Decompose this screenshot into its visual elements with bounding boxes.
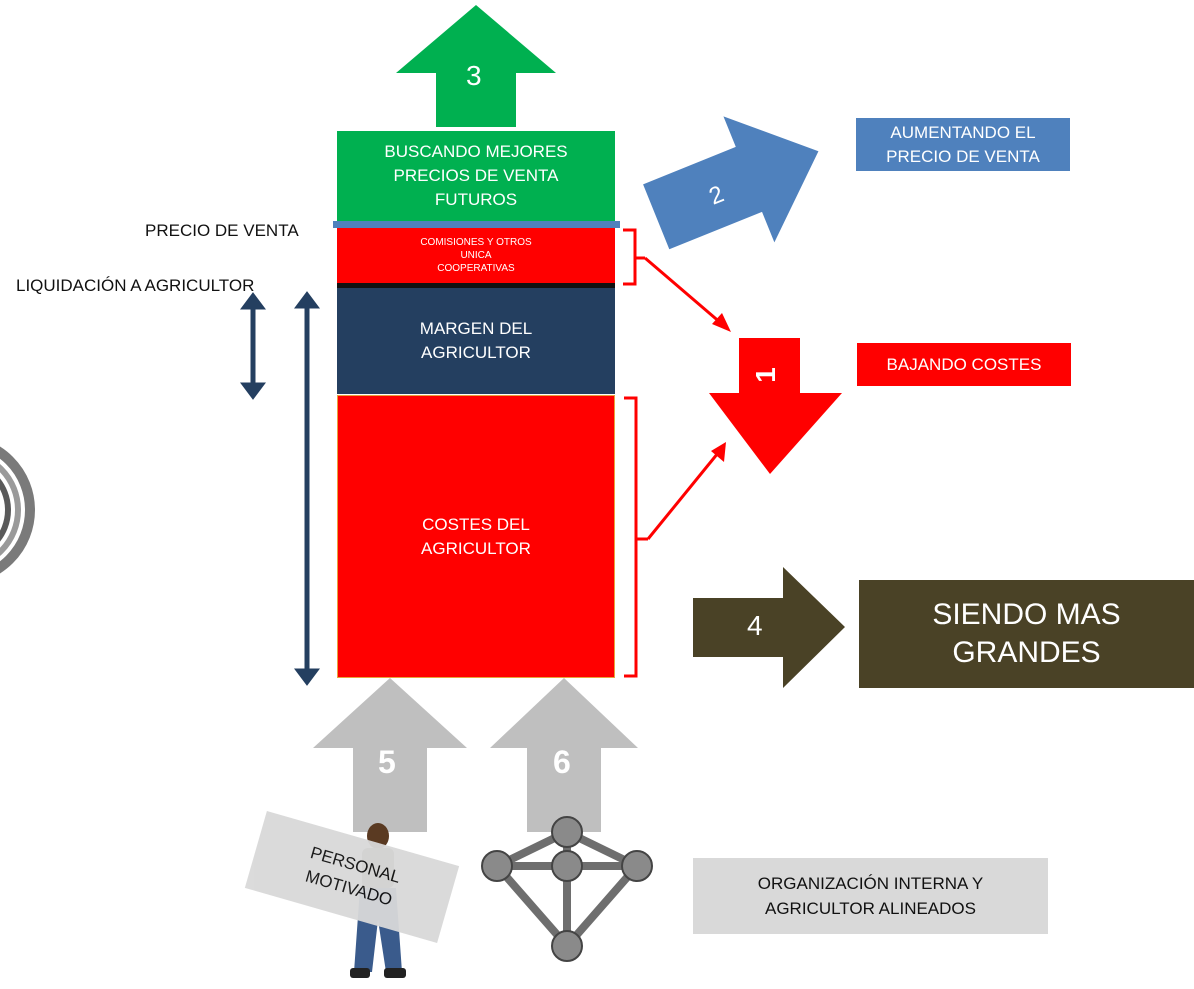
arrow-6-number: 6 xyxy=(553,744,571,780)
connector-costs-to-1 xyxy=(646,442,726,540)
arrow-4-number: 4 xyxy=(747,610,763,641)
arrow-6-up xyxy=(490,678,638,832)
arrow-4-right xyxy=(693,567,845,688)
block-commissions: COMISIONES Y OTROS UNICA COOPERATIVAS xyxy=(337,228,615,283)
block-farmer-costs-text: COSTES DEL AGRICULTOR xyxy=(421,514,531,558)
box-internal-organization: ORGANIZACIÓN INTERNA Y AGRICULTOR ALINEA… xyxy=(693,858,1048,934)
network-molecule-icon xyxy=(481,816,653,962)
sale-price-line xyxy=(333,221,620,228)
box-motivated-staff-text: PERSONAL MOTIVADO xyxy=(303,843,403,910)
commissions-line-3: COOPERATIVAS xyxy=(437,263,515,274)
block-farmer-costs: COSTES DEL AGRICULTOR xyxy=(337,395,615,678)
block-better-future-prices-text: BUSCANDO MEJORES PRECIOS DE VENTA FUTURO… xyxy=(384,142,568,209)
box-be-bigger: SIENDO MAS GRANDES xyxy=(859,580,1194,688)
block-farmer-margin: MARGEN DEL AGRICULTOR xyxy=(337,288,615,394)
arrow-5-number: 5 xyxy=(378,744,396,780)
arrow-3-number: 3 xyxy=(466,60,482,91)
box-internal-organization-text: ORGANIZACIÓN INTERNA Y AGRICULTOR ALINEA… xyxy=(757,874,984,918)
box-raise-sale-price: AUMENTANDO EL PRECIO DE VENTA xyxy=(856,118,1070,171)
bracket-costs xyxy=(624,396,648,678)
label-sale-price: PRECIO DE VENTA xyxy=(145,221,299,240)
block-better-future-prices: BUSCANDO MEJORES PRECIOS DE VENTA FUTURO… xyxy=(337,131,615,221)
box-raise-sale-price-text: AUMENTANDO EL PRECIO DE VENTA xyxy=(886,122,1040,166)
bracket-commissions xyxy=(623,228,645,286)
double-arrow-long xyxy=(294,291,320,686)
arrow-3-up xyxy=(396,5,556,127)
double-arrow-short xyxy=(240,292,266,400)
label-settlement: LIQUIDACIÓN A AGRICULTOR xyxy=(16,276,255,295)
commissions-line-1: COMISIONES Y OTROS xyxy=(420,237,532,248)
box-be-bigger-text: SIENDO MAS GRANDES xyxy=(932,598,1121,669)
arrow-1-number: 1 xyxy=(749,367,781,383)
commissions-line-2: UNICA xyxy=(460,250,492,261)
connector-commissions-to-1 xyxy=(644,256,731,332)
arrow-5-up xyxy=(313,678,467,832)
arrow-1-down xyxy=(709,338,842,474)
arrow-2-diagonal xyxy=(643,116,819,250)
block-farmer-margin-text: MARGEN DEL AGRICULTOR xyxy=(419,319,533,362)
decorative-rings-icon xyxy=(0,446,35,574)
settlement-line xyxy=(337,283,615,288)
box-lower-costs: BAJANDO COSTES xyxy=(857,343,1071,386)
box-lower-costs-text: BAJANDO COSTES xyxy=(886,354,1042,374)
